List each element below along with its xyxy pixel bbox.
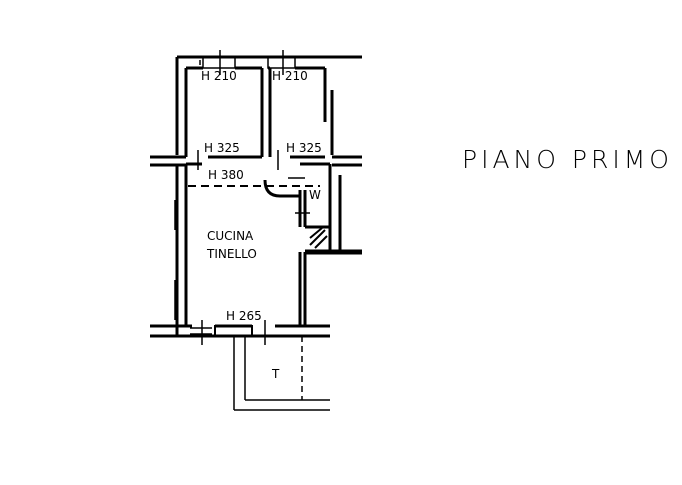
label-wc: W xyxy=(309,188,321,202)
label-door-room2: H 325 xyxy=(286,141,322,155)
label-terrace: T xyxy=(271,367,280,381)
label-window-room2: H 210 xyxy=(272,69,308,83)
label-beam: H 380 xyxy=(208,168,244,182)
window-ticks xyxy=(190,50,310,345)
label-kitchen-line2: TINELLO xyxy=(206,247,257,261)
label-window-kitchen: H 265 xyxy=(226,309,262,323)
walls xyxy=(150,55,362,338)
floor-title: PIANO PRIMO xyxy=(462,145,673,174)
terrace xyxy=(233,336,330,411)
label-window-room1: H 210 xyxy=(201,69,237,83)
label-door-room1: H 325 xyxy=(204,141,240,155)
label-kitchen-line1: CUCINA xyxy=(207,229,254,243)
chimney-hatch xyxy=(309,227,328,249)
